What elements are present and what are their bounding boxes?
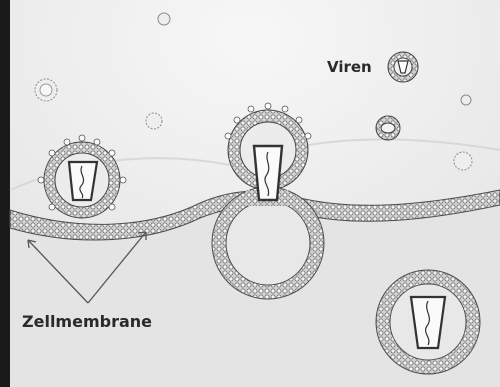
free-virus	[388, 52, 418, 82]
cell-membrane-label: Zellmembrane	[22, 312, 152, 331]
free-virus	[35, 79, 57, 101]
viruses-label: Viren	[327, 58, 372, 76]
internalized-virus-vesicle	[376, 270, 480, 374]
free-virus	[146, 113, 162, 129]
capsid-icon	[411, 297, 445, 348]
endocytic-vesicle	[212, 187, 324, 299]
free-virus	[376, 116, 400, 140]
free-virus	[461, 95, 471, 105]
free-virus	[158, 13, 170, 25]
left-border	[0, 0, 10, 387]
free-virus	[454, 152, 472, 170]
